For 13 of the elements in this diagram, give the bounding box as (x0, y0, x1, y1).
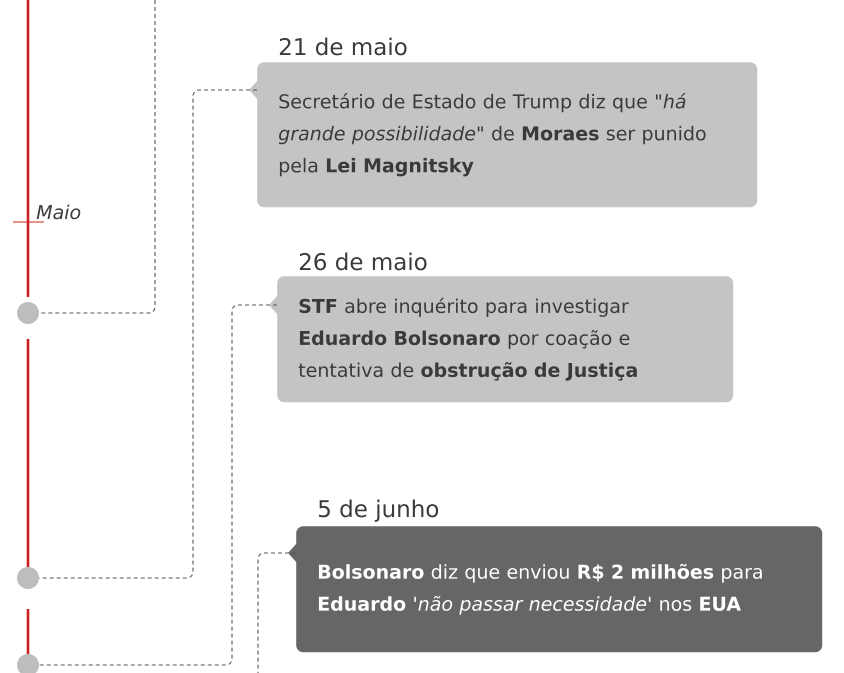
connector-line (39, 89, 257, 579)
connector-line (39, 0, 156, 314)
timeline-dot (17, 567, 39, 589)
date-heading: 26 de maio (300, 252, 427, 270)
event-box: Secretário de Estado de Trump diz que "há grande possibilidade" de Moraes ser punido pela Lei Magnitsky (249, 62, 758, 208)
connector-line (39, 304, 277, 666)
event-box: STF abre inquérito para investigar Eduardo Bolsonaro por coação e tentativa de obstrução de Justiça (269, 276, 734, 402)
month-label: Maio (36, 204, 80, 220)
date-heading: 21 de maio (280, 38, 407, 56)
event-box: Bolsonaro diz que enviou R$ 2 milhões para Eduardo 'não passar necessidade' nos EUA (288, 526, 822, 652)
connector-line (257, 552, 296, 673)
timeline-dot (17, 302, 39, 324)
date-heading: 5 de junho (318, 500, 438, 522)
